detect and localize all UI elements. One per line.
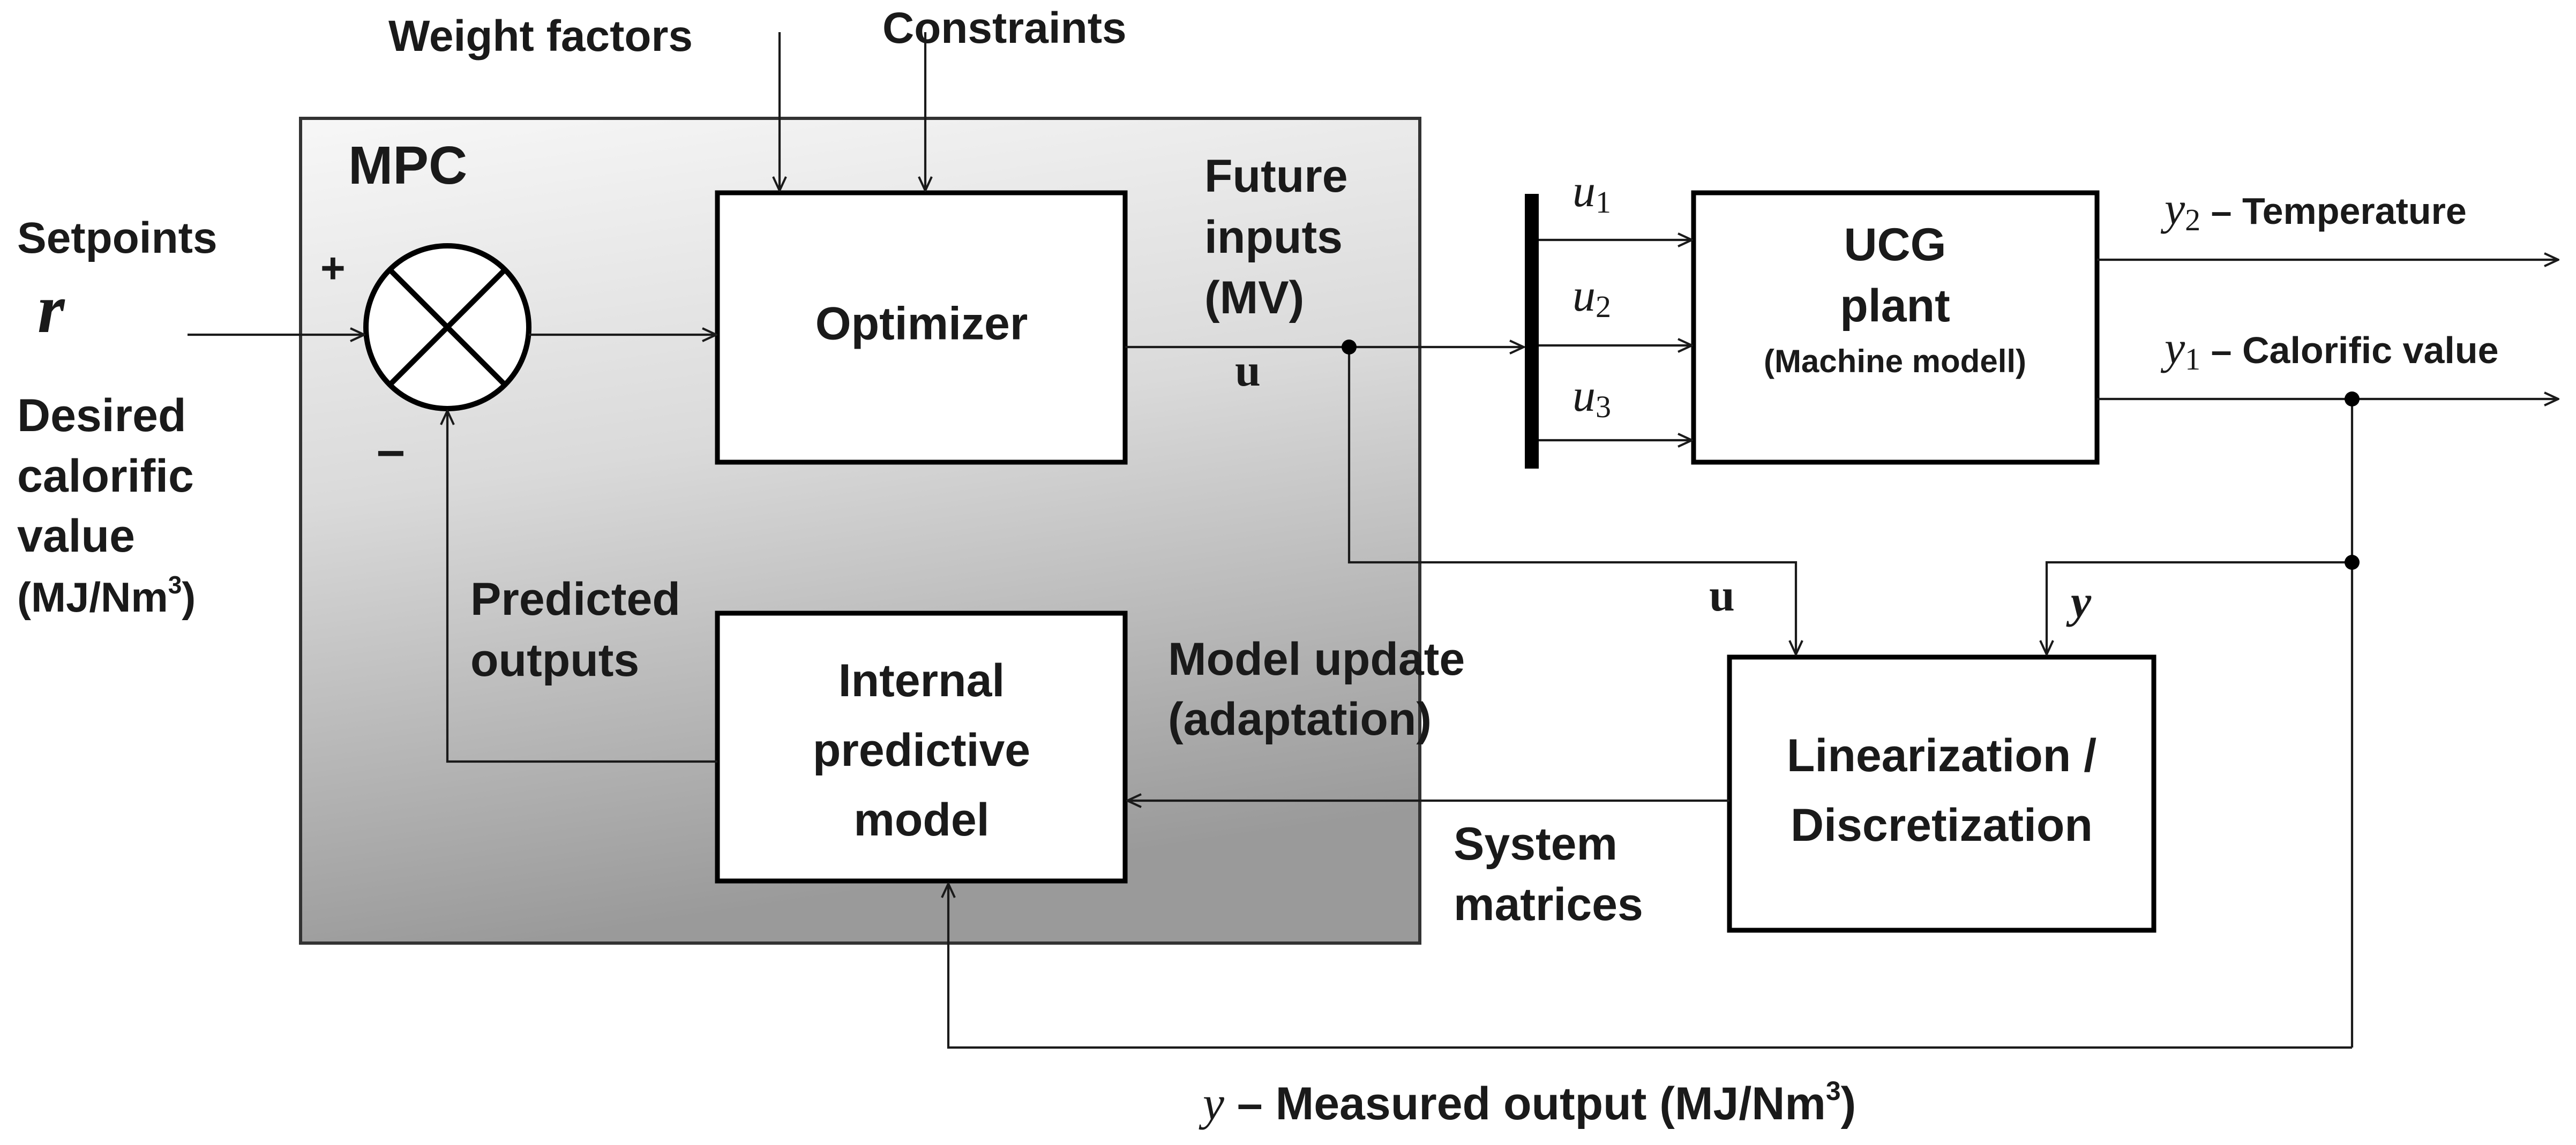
u3-label: u3 [1572,370,1611,424]
measured-output-line [948,884,2352,1049]
junction-dot-u [1342,340,1357,355]
u-symbol-label: u [1235,344,1261,396]
y1-calorific-label: y1 – Calorific value [2160,322,2499,376]
optimizer-label: Optimizer [815,298,1028,350]
summing-junction [363,243,531,411]
ucg-plant-line-2: plant [1840,280,1950,332]
desired-line-1: Desired [17,390,186,441]
ucg-plant-block [1691,190,2100,465]
linearization-line-1: Linearization / [1787,730,2096,781]
junction-dot-y1 [2345,391,2360,406]
system-matrices-line-2: matrices [1454,879,1643,930]
linearization-line-2: Discretization [1791,800,2093,851]
y-symbol-label: y [2066,576,2092,627]
model-update-line-2: (adaptation) [1168,694,1432,745]
future-inputs-line-2: inputs [1204,212,1343,263]
y-to-linearization [2047,561,2352,654]
measured-output-label: y – Measured output (MJ/Nm3) [1199,1076,1856,1130]
system-matrices-line-1: System [1454,818,1618,870]
mpc-title: MPC [348,135,467,195]
u-feedback-line [1347,347,1796,654]
internal-model-line-3: model [853,794,989,846]
u-lower-label: u [1709,569,1735,621]
r-symbol: r [38,270,65,348]
setpoints-label: Setpoints [17,214,218,262]
junction-dot-y [2345,555,2360,570]
weight-factors-label: Weight factors [388,12,693,61]
desired-line-2: calorific [17,450,194,502]
desired-unit: (MJ/Nm3) [17,571,196,621]
predicted-outputs-line-2: outputs [470,635,639,686]
optimizer-block [715,190,1128,465]
ucg-plant-line-1: UCG [1844,219,1946,270]
desired-line-3: value [17,510,135,562]
input-mux-bar [1525,194,1539,469]
signal-lines [188,32,2558,1049]
internal-model-block [715,611,1128,884]
minus-sign: – [377,421,405,478]
model-update-line-1: Model update [1168,634,1465,685]
constraints-label: Constraints [882,4,1127,52]
internal-model-line-1: Internal [838,655,1005,706]
ucg-plant-subtitle: (Machine modell) [1764,343,2026,379]
plus-sign: + [320,244,346,292]
future-inputs-line-3: (MV) [1204,272,1304,323]
u1-label: u1 [1572,165,1611,220]
y2-temperature-label: y2 – Temperature [2160,183,2467,237]
internal-model-line-2: predictive [813,725,1030,776]
future-inputs-line-1: Future [1204,150,1348,202]
predicted-outputs-line-1: Predicted [470,574,680,625]
linearization-block [1727,654,2156,933]
u2-label: u2 [1572,269,1611,324]
predicted-outputs-line [447,411,717,763]
